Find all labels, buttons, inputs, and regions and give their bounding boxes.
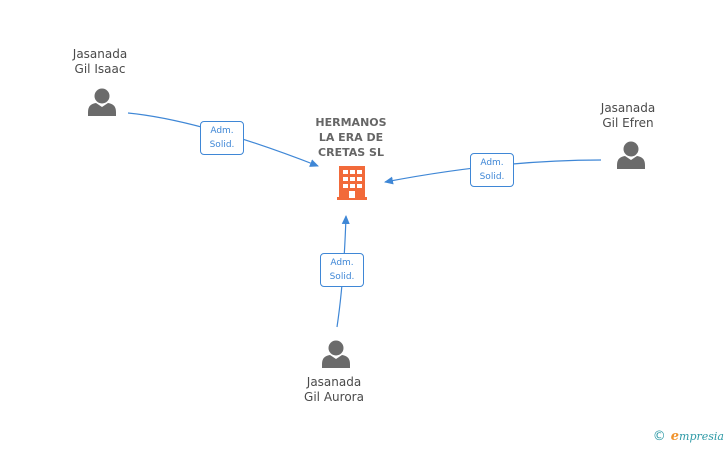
person-name-isaac[interactable]: Jasanada Gil Isaac	[30, 47, 170, 77]
copyright-symbol: ©	[652, 428, 666, 444]
company-name-line: LA ERA DE	[318, 131, 384, 144]
person-icon[interactable]	[322, 340, 350, 369]
person-name-aurora[interactable]: Jasanada Gil Aurora	[264, 375, 404, 405]
brand-logo: empresia	[671, 429, 724, 444]
relation-label-line: Solid.	[209, 140, 235, 150]
person-name-efren[interactable]: Jasanada Gil Efren	[558, 101, 698, 131]
company-name-line: CRETAS SL	[318, 146, 384, 159]
relation-label-line: Adm.	[480, 158, 504, 168]
building-icon[interactable]	[337, 166, 367, 200]
person-name-line: Jasanada	[72, 47, 128, 61]
relation-label-efren: Adm. Solid.	[470, 153, 514, 187]
person-icon[interactable]	[617, 141, 645, 170]
brand-logo-rest: mpresia	[679, 429, 724, 443]
relation-label-line: Adm.	[330, 258, 354, 268]
person-name-line: Gil Aurora	[304, 390, 364, 404]
brand-logo-initial: e	[670, 428, 680, 444]
person-name-line: Gil Efren	[602, 116, 654, 130]
company-name-line: HERMANOS	[315, 116, 387, 129]
company-name[interactable]: HERMANOS LA ERA DE CRETAS SL	[292, 115, 410, 160]
person-name-line: Jasanada	[306, 375, 362, 389]
person-name-line: Jasanada	[600, 101, 656, 115]
person-icon[interactable]	[88, 88, 116, 117]
relation-label-isaac: Adm. Solid.	[200, 121, 244, 155]
relation-label-line: Solid.	[479, 172, 505, 182]
relation-label-line: Solid.	[329, 272, 355, 282]
person-name-line: Gil Isaac	[74, 62, 126, 76]
relation-label-aurora: Adm. Solid.	[320, 253, 364, 287]
footer-brand[interactable]: © empresia	[653, 428, 724, 444]
relation-label-line: Adm.	[210, 126, 234, 136]
